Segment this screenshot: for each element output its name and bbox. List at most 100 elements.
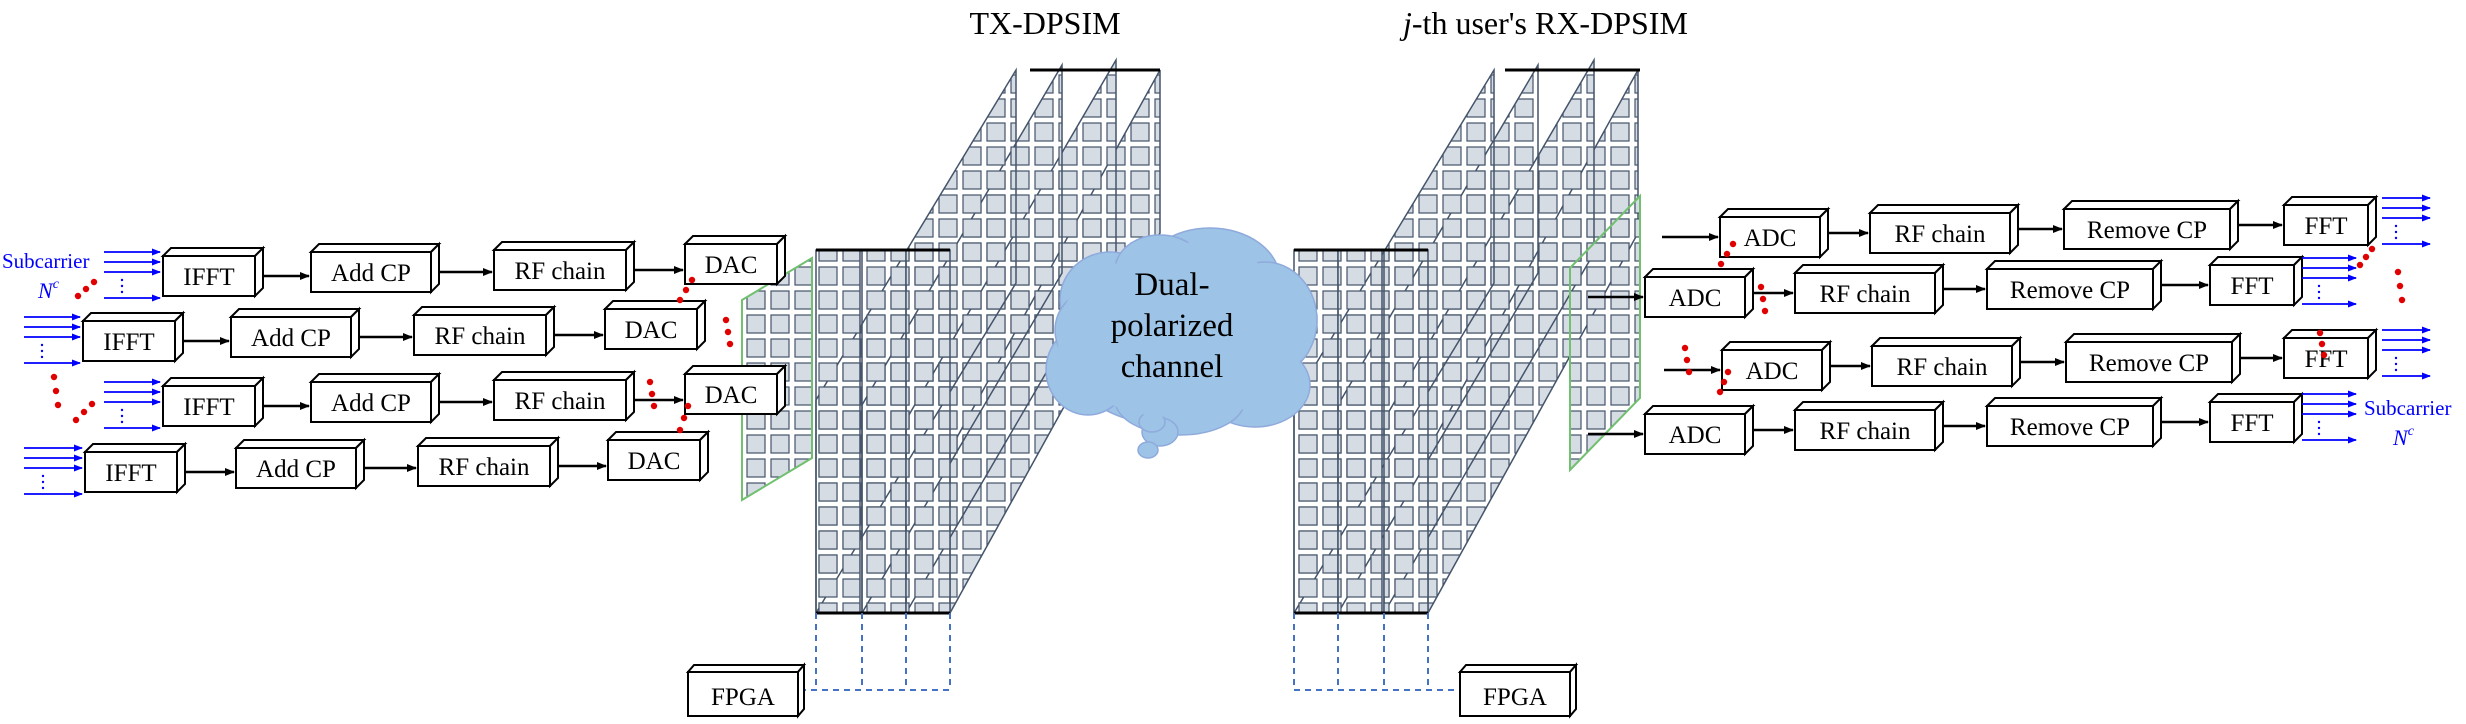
rx-panel-column-3 <box>1383 249 1429 614</box>
tx-panel-column-2 <box>861 249 907 614</box>
tx-row-3-dac-block-label: DAC <box>705 382 758 409</box>
tx-fpga-connector <box>800 613 951 691</box>
red-ellipsis-dot <box>1723 250 1731 258</box>
rx-row-3-rf-chain-block-label: RF chain <box>1897 354 1988 381</box>
tx-row-2-add-cp-block: Add CP <box>228 306 362 360</box>
rx-fpga-connector <box>1293 613 1460 691</box>
red-ellipsis-dot <box>1759 295 1767 303</box>
red-ellipsis-dot <box>2318 340 2326 348</box>
red-ellipsis-dot <box>2398 296 2406 304</box>
tx-subcarrier-bundle-1 <box>104 248 161 302</box>
rx-subcarrier-bundle-3 <box>2382 326 2431 380</box>
rx-row-3-fft-block: FFT <box>2281 327 2379 381</box>
rx-fpga-block: FPGA <box>1457 662 1579 719</box>
red-ellipsis-dot <box>688 276 696 284</box>
red-ellipsis-dot <box>54 401 62 409</box>
rx-row-2-adc-block: ADC <box>1642 266 1756 320</box>
red-ellipsis-dot <box>72 416 80 424</box>
rx-row-4-adc-block: ADC <box>1642 403 1756 457</box>
tx-row-1-add-cp-block: Add CP <box>308 241 442 295</box>
red-ellipsis-dot <box>676 426 684 434</box>
subcarrier-label-left: Subcarrier Nc <box>2 249 89 303</box>
red-ellipsis-dot <box>722 316 730 324</box>
rx-row-3-adc-block-label: ADC <box>1746 358 1799 385</box>
red-ellipsis-dot <box>2394 268 2402 276</box>
tx-subcarrier-bundle-3 <box>104 378 161 432</box>
subcarrier-left-symbol: Nc <box>37 277 60 303</box>
tx-antenna-array <box>815 57 1161 616</box>
red-ellipsis-dot <box>2356 261 2364 269</box>
red-ellipsis-dot <box>1761 307 1769 315</box>
subcarrier-label-right: Subcarrier Nc <box>2364 396 2451 450</box>
rx-row-2-fft-block: FFT <box>2207 254 2305 308</box>
red-ellipsis-dot <box>682 286 690 294</box>
rx-row-4-adc-block-label: ADC <box>1669 422 1722 449</box>
tx-row-2-rf-chain-block-label: RF chain <box>435 323 526 350</box>
rx-subcarrier-bundle-1 <box>2382 194 2431 248</box>
tx-fpga-label: FPGA <box>711 684 775 711</box>
rx-highlight-panel <box>1569 193 1641 473</box>
channel-label-line2: polarized <box>1111 308 1234 344</box>
red-ellipsis-dot <box>1685 368 1693 376</box>
tx-row-1-rf-chain-block: RF chain <box>491 239 637 293</box>
red-ellipsis-dot <box>74 292 82 300</box>
tx-row-3-rf-chain-block: RF chain <box>491 369 637 423</box>
tx-row-2-ifft-block-label: IFFT <box>103 329 154 356</box>
red-ellipsis-dot <box>1757 283 1765 291</box>
rx-row-4-rf-chain-block-label: RF chain <box>1820 418 1911 445</box>
rx-panel-column-2 <box>1337 249 1383 614</box>
rx-row-2-adc-block-label: ADC <box>1669 285 1722 312</box>
rx-row-2-rf-chain-block-label: RF chain <box>1820 281 1911 308</box>
rx-row-2-rf-chain-block: RF chain <box>1792 262 1946 316</box>
red-ellipsis-dot <box>2316 329 2324 337</box>
tx-row-4-dac-block: DAC <box>605 429 711 483</box>
tx-row-3-add-cp-block-label: Add CP <box>331 390 411 417</box>
rx-antenna-array <box>1293 57 1640 616</box>
tx-row-4-add-cp-block-label: Add CP <box>256 456 336 483</box>
rx-row-1-remove-cp-block-label: Remove CP <box>2087 217 2207 244</box>
tx-subcarrier-bundle-4 <box>24 444 83 498</box>
red-ellipsis-dot <box>1683 356 1691 364</box>
red-ellipsis-dot <box>724 328 732 336</box>
red-ellipsis-dot <box>676 296 684 304</box>
red-ellipsis-dot <box>1681 344 1689 352</box>
tx-row-3-rf-chain-block-label: RF chain <box>515 388 606 415</box>
rx-row-3-remove-cp-block: Remove CP <box>2063 331 2243 385</box>
rx-row-4-remove-cp-block-label: Remove CP <box>2010 414 2130 441</box>
tx-row-3-ifft-block-label: IFFT <box>183 394 234 421</box>
red-ellipsis-dot <box>2396 282 2404 290</box>
rx-row-4-fft-block: FFT <box>2207 391 2305 445</box>
tx-row-1-rf-chain-block-label: RF chain <box>515 258 606 285</box>
rx-row-2-remove-cp-block-label: Remove CP <box>2010 277 2130 304</box>
red-ellipsis-dot <box>648 390 656 398</box>
tx-row-1-ifft-block: IFFT <box>160 245 266 299</box>
rx-fpga-label: FPGA <box>1483 684 1547 711</box>
red-ellipsis-dot <box>680 414 688 422</box>
tx-row-3-ifft-block: IFFT <box>160 375 266 429</box>
tx-row-4-ifft-block-label: IFFT <box>105 460 156 487</box>
subcarrier-left-text: Subcarrier <box>2 249 89 273</box>
tx-row-4-add-cp-block: Add CP <box>233 437 367 491</box>
tx-row-1-dac-block: DAC <box>682 233 788 287</box>
red-ellipsis-dot <box>1724 368 1732 376</box>
tx-row-2-ifft-block: IFFT <box>80 310 186 364</box>
rx-row-3-fft-block-label: FFT <box>2304 346 2347 373</box>
red-ellipsis-dot <box>1716 388 1724 396</box>
red-ellipsis-dot <box>726 340 734 348</box>
red-ellipsis-dot <box>2368 245 2376 253</box>
tx-panel-column-1 <box>815 249 861 614</box>
tx-row-2-dac-block: DAC <box>602 298 708 352</box>
red-ellipsis-dot <box>1729 240 1737 248</box>
rx-row-2-fft-block-label: FFT <box>2230 273 2273 300</box>
red-ellipsis-dot <box>2362 253 2370 261</box>
rx-row-1-fft-block-label: FFT <box>2304 213 2347 240</box>
tx-row-2-rf-chain-block: RF chain <box>411 304 557 358</box>
rx-row-1-adc-block: ADC <box>1717 206 1831 260</box>
rx-row-2-remove-cp-block: Remove CP <box>1984 258 2164 312</box>
tx-subcarrier-bundle-2 <box>24 313 81 367</box>
red-ellipsis-dot <box>52 387 60 395</box>
tx-fpga-block: FPGA <box>685 662 807 719</box>
red-ellipsis-dot <box>650 402 658 410</box>
